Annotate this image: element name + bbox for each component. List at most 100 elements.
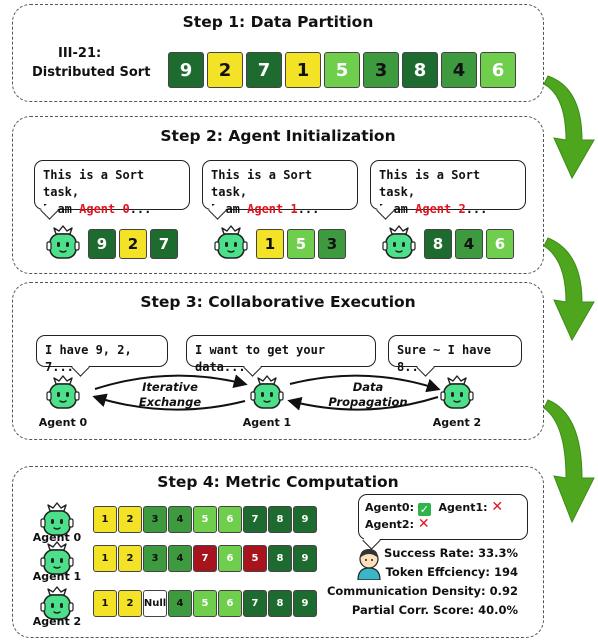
step1-value-cell: 4 [441,52,477,88]
agent2-speech-text: Sure ~ I have 8.. [397,343,491,374]
step1-panel: Step 1: Data Partition [12,4,544,102]
result-cell: 3 [143,545,167,572]
result-cell: 2 [118,590,142,617]
result-cell: 8 [268,506,292,533]
iterative-exchange-arrow-bottom [92,393,246,411]
agent-name: Agent 2 [415,202,466,216]
judge-agent1-label: Agent1: [438,501,488,514]
result-cell: 9 [293,506,317,533]
agent1-label: Agent 1 [242,416,292,429]
result-cell: 4 [168,590,192,617]
step1-value-cell: 9 [168,52,204,88]
step1-value-cell: 3 [363,52,399,88]
judge-bubble: Agent0: ✓ Agent1: ✕ Agent2: ✕ [358,494,528,540]
agent0-label: Agent 0 [38,416,88,429]
flow-arrow-3-4 [543,399,595,524]
step1-title: Step 1: Data Partition [182,13,374,31]
result-cell: 9 [293,545,317,572]
row-agent-label: Agent 2 [32,615,82,628]
robot-agent-icon [250,375,284,409]
result-cell: 5 [243,545,267,572]
agent1-value-cell: 5 [287,229,315,259]
bubble-line1: This is a Sort task, [379,168,481,199]
step4-title: Step 4: Metric Computation [157,473,399,491]
agent1-value-cell: 3 [318,229,346,259]
robot-agent-icon [46,225,80,259]
task-name: Distributed Sort [32,65,151,80]
step3-title: Step 3: Collaborative Execution [140,293,416,311]
cross-icon: ✕ [491,499,504,515]
step4-panel: Step 4: Metric Computation [12,466,544,638]
agent2-speech-bubble: Sure ~ I have 8.. [388,335,522,374]
row-agent-label: Agent 1 [32,570,82,583]
result-cell: Null [143,590,167,617]
judge-agent2-label: Agent2: [365,518,414,531]
step3-panel: Step 3: Collaborative Execution [12,282,544,440]
task-id: III-21: [58,46,102,61]
result-cell: 5 [193,506,217,533]
agent1-init-bubble: This is a Sort task,I am Agent 1... [202,160,358,216]
robot-agent-icon [40,502,74,536]
cross-icon: ✕ [417,516,430,532]
result-cell: 7 [243,506,267,533]
agent1-value-cell: 1 [256,229,284,259]
agent1-speech-bubble: I want to get your data... [186,335,376,374]
step1-value-cell: 2 [207,52,243,88]
metric-success-rate: Success Rate: 33.3% [383,546,518,560]
result-cell: 5 [193,590,217,617]
robot-agent-icon [214,225,248,259]
result-cell: 1 [93,545,117,572]
data-propagation-arrow-bottom [287,396,439,411]
step1-value-cell: 6 [480,52,516,88]
result-cell: 8 [268,545,292,572]
result-cell: 8 [268,590,292,617]
agent0-value-cell: 9 [88,229,116,259]
agent0-speech-bubble: I have 9, 2, 7... [36,335,168,374]
agent0-speech-text: I have 9, 2, 7... [45,343,132,374]
agent1-speech-text: I want to get your data... [195,343,326,374]
robot-agent-icon [46,375,80,409]
data-propagation-arrow-top [289,374,441,393]
robot-agent-icon [40,541,74,575]
result-cell: 7 [193,545,217,572]
agent2-init-bubble: This is a Sort task,I am Agent 2... [370,160,526,216]
data-propagation-label: Data Propagation [328,380,408,409]
metric-token-efficiency: Token Effciency: 194 [385,565,518,579]
agent2-value-cell: 8 [424,229,452,259]
step2-title: Step 2: Agent Initialization [160,127,396,145]
agent-name: Agent 1 [247,202,298,216]
robot-agent-icon [440,375,474,409]
step1-value-cell: 7 [246,52,282,88]
result-cell: 6 [218,545,242,572]
bubble-line1: This is a Sort task, [43,168,145,199]
agent0-init-bubble: This is a Sort task,I am Agent 0... [34,160,190,216]
flow-arrow-2-3 [543,237,595,342]
agent2-label: Agent 2 [432,416,482,429]
step1-value-cell: 1 [285,52,321,88]
result-cell: 4 [168,545,192,572]
result-cell: 4 [168,506,192,533]
result-cell: 6 [218,590,242,617]
check-icon: ✓ [417,503,431,516]
row-agent-label: Agent 0 [32,531,82,544]
agent2-value-cell: 6 [486,229,514,259]
result-cell: 1 [93,506,117,533]
result-cell: 7 [243,590,267,617]
result-cell: 6 [218,506,242,533]
agent2-value-cell: 4 [455,229,483,259]
iterative-exchange-label: Iterative Exchange [138,380,202,409]
agent0-value-cell: 2 [119,229,147,259]
agent-name: Agent 0 [79,202,130,216]
step1-value-cell: 5 [324,52,360,88]
evaluator-person-icon [357,549,381,580]
agent0-value-cell: 7 [150,229,178,259]
step1-value-cell: 8 [402,52,438,88]
step2-panel: Step 2: Agent Initialization [12,116,544,274]
bubble-line1: This is a Sort task, [211,168,313,199]
robot-agent-icon [40,586,74,620]
metric-partial-corr-score: Partial Corr. Score: 40.0% [351,603,518,617]
result-cell: 3 [143,506,167,533]
metric-communication-density: Communication Density: 0.92 [326,584,518,598]
